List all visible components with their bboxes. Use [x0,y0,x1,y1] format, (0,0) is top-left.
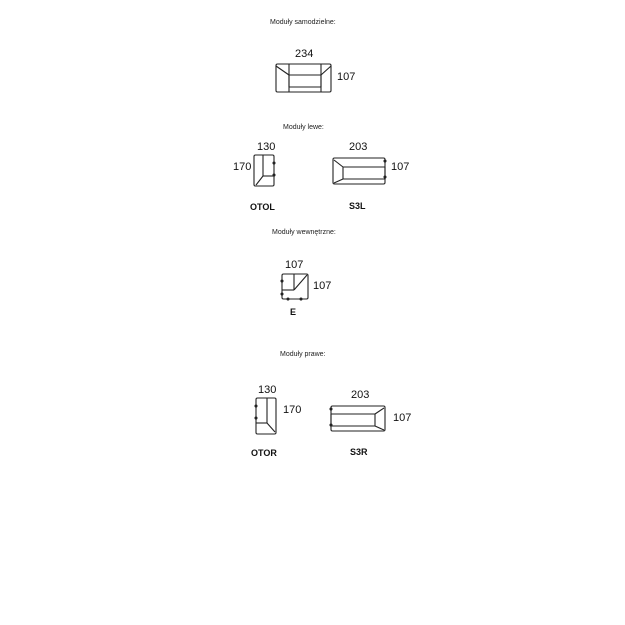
module-s3l [332,157,387,185]
otol-depth-label: 170 [233,161,252,173]
s3r-depth-label: 107 [393,412,412,424]
section-right-heading: Moduły prawe: [280,351,326,358]
module-otol [253,154,276,187]
s3r-code-label: S3R [350,447,368,457]
module-standalone-sofa [275,63,332,93]
otor-width-label: 130 [258,384,277,396]
s3l-width-label: 203 [349,141,368,153]
standalone-depth-label: 107 [337,71,356,83]
module-e [280,273,309,301]
otol-width-label: 130 [257,141,276,153]
otor-depth-label: 170 [283,404,302,416]
module-s3r [329,405,386,432]
s3r-width-label: 203 [351,389,370,401]
standalone-width-label: 234 [295,48,314,60]
section-standalone-heading: Moduły samodzielne: [270,19,336,26]
s3l-depth-label: 107 [391,161,410,173]
e-depth-label: 107 [313,280,332,292]
e-width-label: 107 [285,259,304,271]
section-inner-heading: Moduły wewnętrzne: [272,229,336,236]
section-left-heading: Moduły lewe: [283,124,324,131]
e-code-label: E [290,307,297,317]
module-otor [254,397,277,435]
s3l-code-label: S3L [349,201,366,211]
otor-code-label: OTOR [251,448,277,458]
otol-code-label: OTOL [250,202,275,212]
